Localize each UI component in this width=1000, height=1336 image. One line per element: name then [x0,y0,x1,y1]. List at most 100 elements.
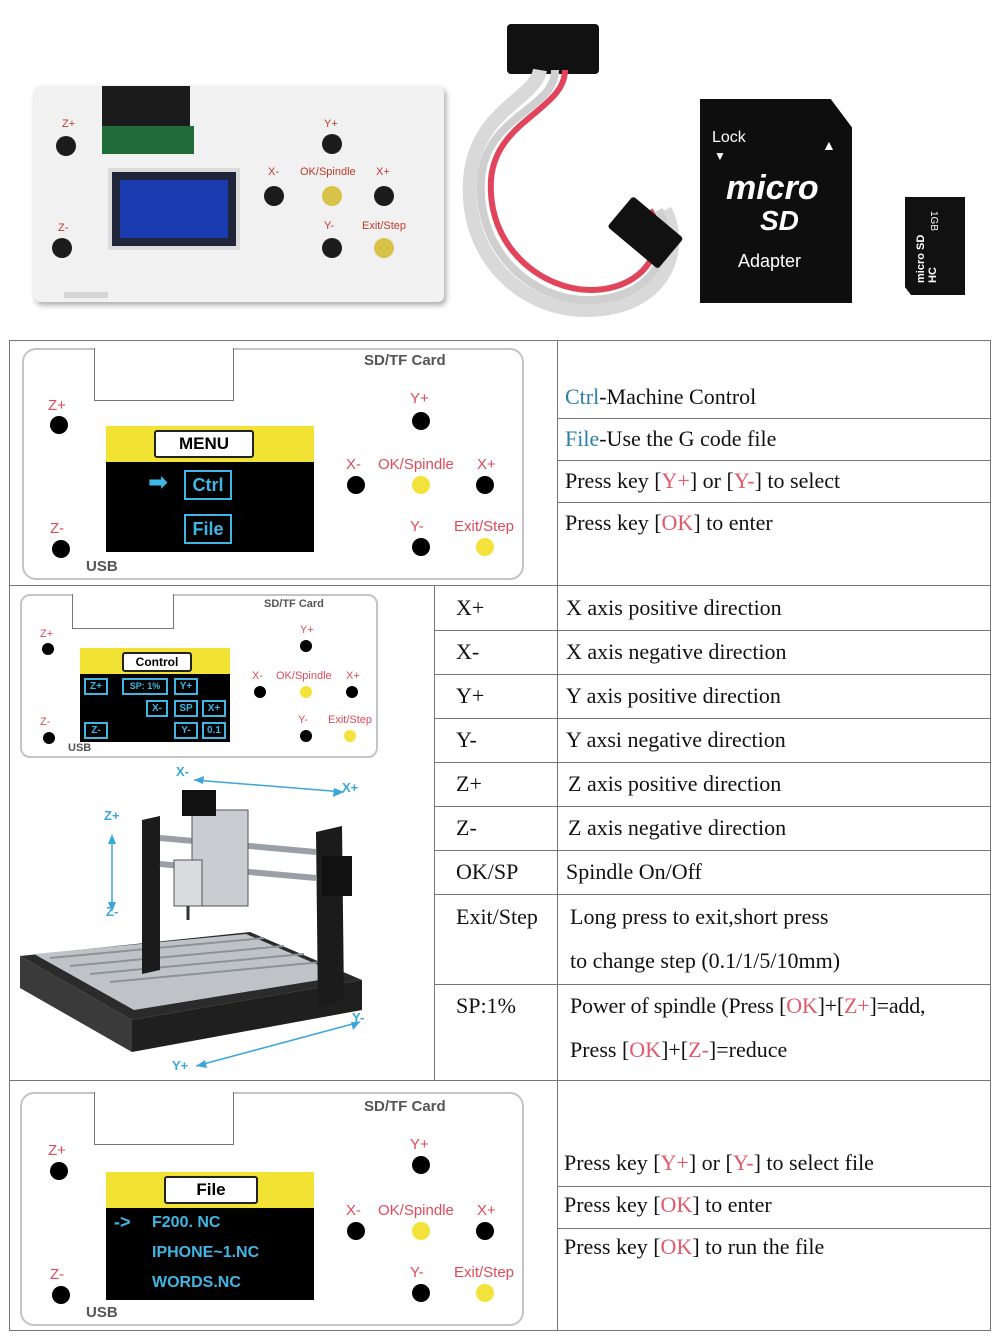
s3-enter-k1: OK [660,1192,693,1217]
s2-rule-3 [435,718,990,719]
file-selection-arrow-icon: -> [114,1212,131,1232]
file-y-plus-button [412,1156,430,1174]
file-sd-card-label: SD/TF Card [364,1098,446,1115]
ctrl-spindle-key: SP [174,700,198,717]
machine-x-plus-label: X+ [342,780,359,795]
file-z-plus-button [50,1162,68,1180]
s1-row-file: File-Use the G code file [565,426,776,452]
s1-row-ctrl: Ctrl-Machine Control [565,384,756,410]
menu-item-ctrl: Ctrl [184,470,232,500]
s3-run-b: ] to run the file [692,1234,825,1259]
control-usb-label: USB [68,742,92,754]
s3-select-b: ] or [ [688,1150,733,1175]
sd-brand-bottom: SD [760,205,799,236]
lock-arrow-icon: ▼ [714,149,726,163]
desc-sp-power-line2: Press [OK]+[Z-]=reduce [570,1037,787,1063]
lock-triangle-icon: ▲ [822,137,836,153]
control-sd-slot [72,594,174,629]
s1-enter-k1: OK [661,510,694,535]
s2-rule-1 [435,630,990,631]
key-y-plus: Y+ [456,683,485,708]
s3-row-select: Press key [Y+] or [Y-] to select file [564,1150,874,1176]
menu-sd-slot [94,348,234,401]
x-stepper-motor [322,856,352,896]
file-usb-label: USB [86,1304,118,1321]
section-divider-2 [9,1080,991,1081]
control-z-plus-button [42,643,54,655]
desc-z-plus: Z axis positive direction [568,771,782,796]
base-front-rail [132,980,362,1052]
s3-run-a: Press key [ [564,1234,661,1259]
s2-rule-7 [435,894,990,895]
s1-enter-a: Press key [ [565,510,662,535]
desc-x-plus: X axis positive direction [566,595,782,620]
file-ok-spindle-button [412,1222,430,1240]
photo-exit-step-label: Exit/Step [362,220,407,232]
photo-x-plus-label: X+ [376,166,390,178]
key-z-plus: Z+ [456,771,482,796]
ctrl-x-plus-key: X+ [202,700,226,717]
menu-exit-step-button [476,538,494,556]
s1-rule-2 [558,460,990,461]
sp-p3: ]=add, [869,993,926,1018]
sp-k1: OK [786,993,818,1018]
ctrl-z-minus-key: Z- [84,722,108,739]
photo-z-minus-button [52,238,72,258]
sp-p5: ]+[ [661,1037,689,1062]
control-sd-card-label: SD/TF Card [264,598,324,610]
s3-select-k2: Y- [732,1150,754,1175]
x-plus-arrow-icon [333,788,344,797]
cnc-machine-illustration [20,776,362,1068]
s1-ctrl-key: Ctrl [565,384,600,409]
s2-rule-2 [435,674,990,675]
control-y-minus-button [300,730,312,742]
menu-y-plus-button [412,412,430,430]
control-ok-spindle-button [300,686,312,698]
control-y-plus-button [300,640,312,652]
desc-exit-step-line1: Long press to exit,short press [570,904,829,929]
s1-enter-b: ] to enter [693,510,773,535]
controller-photo: Z+ Z- Y+ X- OK/Spindle X+ Y- Exit/Step [34,86,444,302]
column-divider [557,340,558,1330]
sd-adapter: Lock ▼ ▲ micro SD Adapter [700,99,852,303]
cable-connector-top [507,24,599,74]
menu-z-minus-label: Z- [50,520,65,537]
s2-rule-8 [435,984,990,985]
key-x-plus: X+ [456,595,485,620]
control-x-plus-label: X+ [346,670,360,682]
micro-sd-brand: micro SD HC [915,234,939,283]
ctrl-x-minus-key: X- [146,700,168,717]
connector-pcb [102,126,194,154]
s1-select-k1: Y+ [661,468,690,493]
ctrl-step-value: 0.1 [202,722,226,739]
file-panel: SD/TF Card Z+ Z- USB Y+ X- OK/Spindle X+… [20,1092,524,1326]
sp-k4: Z- [688,1037,709,1062]
y-axis-line [195,1021,361,1067]
machine-z-minus-label: Z- [106,904,119,919]
control-ok-spindle-label: OK/Spindle [276,670,332,682]
photo-y-plus-label: Y+ [324,118,338,130]
control-z-minus-label: Z- [40,716,51,728]
s1-select-a: Press key [ [565,468,662,493]
menu-lcd-screen: MENU ➡ Ctrl File [106,426,314,552]
s2-rule-6 [435,850,990,851]
sd-brand-top: micro [726,169,819,207]
machine-y-minus-label: Y- [352,1010,365,1025]
photo-z-plus-label: Z+ [62,118,76,130]
menu-y-minus-button [412,538,430,556]
s3-rule-1 [558,1186,990,1187]
s1-row-select: Press key [Y+] or [Y-] to select [565,468,840,494]
photo-x-minus-button [264,186,284,206]
s1-file-key: File [565,426,600,451]
file-y-minus-label: Y- [410,1264,424,1281]
s3-enter-a: Press key [ [564,1192,661,1217]
x-axis-line [193,779,345,793]
menu-x-minus-button [347,476,365,494]
file-item-2: IPHONE~1.NC [152,1244,260,1261]
menu-x-minus-label: X- [346,456,361,473]
key-sp-power: SP:1% [456,993,516,1018]
menu-panel: SD/TF Card Z+ Z- USB Y+ X- OK/Spindle X+… [22,348,524,580]
sp-p2: ]+[ [817,993,845,1018]
s3-enter-b: ] to enter [692,1192,772,1217]
y-plus-arrow-icon [196,1060,207,1068]
